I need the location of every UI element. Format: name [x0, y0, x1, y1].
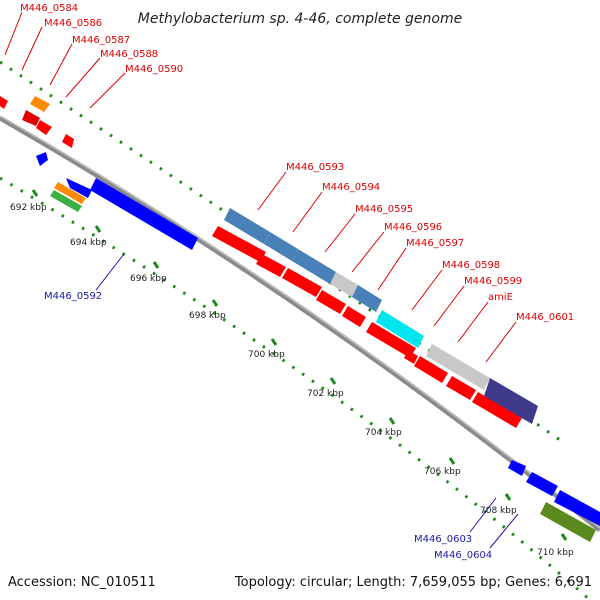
- gene-label[interactable]: M446_0599: [464, 276, 522, 287]
- gene-blue-right-1[interactable]: [508, 460, 526, 476]
- gene-label[interactable]: M446_0601: [516, 312, 574, 323]
- gene-M446_0596[interactable]: [316, 290, 346, 314]
- gene-M446_0595[interactable]: [282, 268, 322, 297]
- gene-label[interactable]: M446_0598: [442, 260, 500, 271]
- map-title: Methylobacterium sp. 4-46, complete geno…: [138, 11, 462, 27]
- gene-label[interactable]: M446_0603: [414, 534, 472, 545]
- accession-text: Accession: NC_010511: [8, 575, 156, 590]
- gene-labels: M446_0584 M446_0586 M446_0587 M446_0588 …: [20, 3, 574, 561]
- gene-M446_0588[interactable]: [62, 134, 74, 148]
- gene-M446_0584[interactable]: [0, 96, 8, 109]
- tick-label: 692 kbp: [10, 203, 47, 213]
- leader-lines: [4, 11, 519, 549]
- tick-label: 698 kbp: [189, 311, 226, 321]
- tick-label: 700 kbp: [248, 350, 285, 360]
- gene-blue-mid[interactable]: [66, 178, 92, 198]
- gene-amiE[interactable]: [446, 376, 476, 400]
- gene-M446_0586[interactable]: [22, 110, 40, 126]
- gene-feature-steelblue-1[interactable]: [224, 208, 270, 244]
- tick-label: 710 kbp: [537, 548, 574, 558]
- gene-M446_0587[interactable]: [36, 120, 52, 135]
- gene-label[interactable]: M446_0592: [44, 291, 102, 302]
- gene-olive[interactable]: [540, 502, 596, 542]
- gene-M446_0598[interactable]: [366, 322, 416, 358]
- tick-label: 696 kbp: [130, 274, 167, 284]
- gene-M446_0604[interactable]: [554, 490, 600, 526]
- gene-label[interactable]: M446_0587: [72, 35, 130, 46]
- gene-feature-steelblue-3[interactable]: [292, 249, 336, 284]
- tick-marks: [31, 189, 568, 541]
- gene-feature-navy[interactable]: [484, 378, 538, 424]
- gene-label[interactable]: M446_0594: [322, 182, 380, 193]
- feature-genes: [224, 208, 538, 424]
- gene-label[interactable]: M446_0597: [406, 238, 464, 249]
- gene-label[interactable]: M446_0588: [100, 49, 158, 60]
- gene-label[interactable]: M446_0596: [384, 222, 442, 233]
- gene-feature-grey-1[interactable]: [330, 272, 358, 297]
- gene-blue-small[interactable]: [36, 152, 48, 166]
- gene-M446_0593[interactable]: [212, 226, 266, 262]
- gene-green-lower[interactable]: [50, 190, 82, 212]
- reverse-strand-genes: [36, 152, 600, 542]
- gene-label[interactable]: M446_0590: [125, 64, 183, 75]
- gene-orange-lower[interactable]: [54, 182, 86, 204]
- kbp-tick-labels: 692 kbp 694 kbp 696 kbp 698 kbp 700 kbp …: [10, 203, 574, 558]
- gene-label[interactable]: M446_0604: [434, 550, 492, 561]
- genome-backbone-highlight: [0, 115, 600, 529]
- tick-label: 706 kbp: [424, 467, 461, 477]
- gene-label[interactable]: M446_0593: [286, 162, 344, 173]
- gene-label[interactable]: M446_0584: [20, 3, 78, 14]
- topology-text: Topology: circular; Length: 7,659,055 bp…: [234, 575, 592, 590]
- gene-label[interactable]: amiE: [488, 292, 513, 303]
- tick-ring-outer: [0, 60, 591, 600]
- forward-strand-genes: [0, 96, 522, 428]
- gene-feature-grey-3[interactable]: [460, 364, 490, 390]
- gene-feature-grey-2[interactable]: [426, 344, 466, 376]
- gene-orange-small[interactable]: [30, 96, 50, 112]
- tick-label: 704 kbp: [365, 428, 402, 438]
- gene-label[interactable]: M446_0586: [44, 18, 102, 29]
- gene-M446_0592[interactable]: [90, 178, 198, 250]
- gene-M446_0598b[interactable]: [404, 350, 418, 364]
- gene-label[interactable]: M446_0595: [355, 204, 413, 215]
- tick-label: 708 kbp: [480, 506, 517, 516]
- tick-label: 702 kbp: [307, 389, 344, 399]
- gene-M446_0594[interactable]: [256, 254, 286, 277]
- gene-M446_0601[interactable]: [472, 392, 522, 428]
- tick-label: 694 kbp: [70, 238, 107, 248]
- gene-M446_0599[interactable]: [414, 356, 448, 383]
- gene-feature-cyan[interactable]: [376, 310, 424, 348]
- gene-feature-steelblue-4[interactable]: [352, 285, 382, 312]
- gene-M446_0603[interactable]: [526, 472, 558, 496]
- gene-feature-steelblue-2[interactable]: [264, 232, 298, 261]
- gene-M446_0597[interactable]: [342, 306, 366, 327]
